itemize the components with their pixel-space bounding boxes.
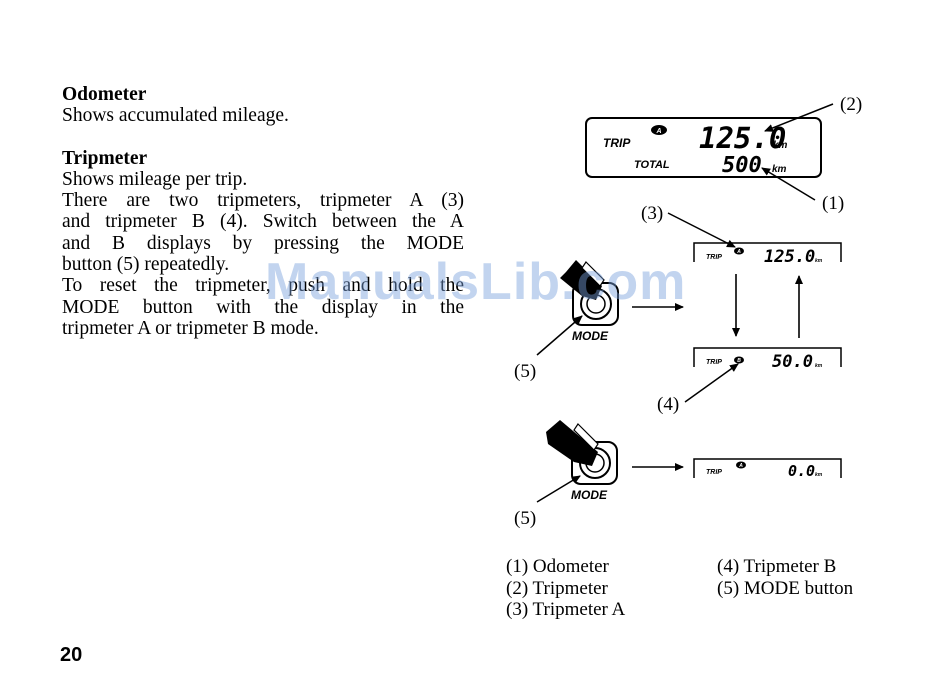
svg-text:TRIP: TRIP — [706, 254, 722, 261]
main-lcd-display: TRIP A 125.0 km TOTAL 500 km — [585, 117, 822, 178]
mode-button-hold: MODE — [546, 420, 618, 502]
body-line: MODE button with the display in the — [62, 296, 464, 318]
tripmeter-b-display: TRIP B 50.0 km — [693, 347, 842, 372]
svg-text:km: km — [815, 363, 823, 369]
total-value: 500 — [722, 153, 762, 178]
svg-text:B: B — [737, 358, 741, 364]
svg-text:125.0: 125.0 — [764, 247, 815, 267]
legend-item: (5) MODE button — [717, 577, 854, 599]
body-line: tripmeter A or tripmeter B mode. — [62, 317, 319, 339]
body-line: There are two tripmeters, tripmeter A (3… — [62, 190, 464, 212]
body-line: button (5) repeatedly. — [62, 254, 230, 276]
text-column: Odometer Shows accumulated mileage. Trip… — [62, 84, 464, 339]
odometer-heading: Odometer — [62, 84, 147, 105]
mode-label: MODE — [571, 488, 608, 502]
svg-text:km: km — [772, 164, 787, 175]
body-line: and B displays by pressing the MODE — [62, 232, 464, 254]
callout-3: (3) — [641, 203, 663, 224]
body-line: To reset the tripmeter, push and hold th… — [62, 275, 464, 297]
callout-5: (5) — [514, 508, 536, 529]
mode-a-indicator-icon — [734, 247, 744, 255]
svg-text:km: km — [815, 472, 823, 478]
legend-item: (1) Odometer — [506, 556, 609, 577]
svg-text:A: A — [736, 249, 741, 255]
svg-text:A: A — [655, 128, 661, 135]
svg-text:50.0: 50.0 — [772, 352, 813, 372]
svg-text:km: km — [773, 140, 788, 151]
mode-a-indicator-icon — [651, 125, 667, 135]
legend-item: (2) Tripmeter — [506, 577, 608, 599]
legend-item: (4) Tripmeter B — [717, 556, 837, 577]
callout-2: (2) — [840, 94, 862, 115]
tripmeter-heading: Tripmeter — [62, 147, 148, 169]
callout-4: (4) — [657, 394, 679, 415]
mode-label: MODE — [572, 329, 609, 343]
svg-text:A: A — [738, 463, 743, 469]
svg-text:0.0: 0.0 — [788, 462, 815, 480]
mode-a-indicator-icon — [736, 461, 746, 469]
legend-left: (1) Odometer (2) Tripmeter (3) Tripmeter… — [506, 556, 625, 621]
legend-item: (3) Tripmeter A — [506, 599, 626, 620]
svg-text:km: km — [815, 258, 823, 264]
svg-text:TRIP: TRIP — [706, 359, 722, 366]
mode-b-indicator-icon — [734, 356, 744, 364]
hand-press-icon — [560, 260, 605, 300]
tripmeter-description: Shows mileage per trip. — [62, 168, 248, 190]
callout-1: (1) — [822, 193, 844, 214]
tripmeter-a-display: TRIP A 125.0 km — [693, 242, 842, 267]
mode-button-press: MODE — [560, 260, 619, 343]
svg-text:TRIP: TRIP — [706, 469, 722, 476]
odometer-description: Shows accumulated mileage. — [62, 105, 289, 127]
body-line: and tripmeter B (4). Switch between the … — [62, 211, 464, 233]
legend-right: (4) Tripmeter B (5) MODE button — [717, 556, 853, 599]
page-number: 20 — [60, 644, 83, 666]
callout-5: (5) — [514, 361, 536, 382]
total-label: TOTAL — [634, 159, 670, 171]
hand-hold-icon — [546, 420, 599, 466]
trip-label: TRIP — [603, 136, 631, 150]
tripmeter-reset-display: TRIP A 0.0 km — [693, 458, 842, 480]
watermark: ManualsLib.com — [265, 253, 687, 311]
